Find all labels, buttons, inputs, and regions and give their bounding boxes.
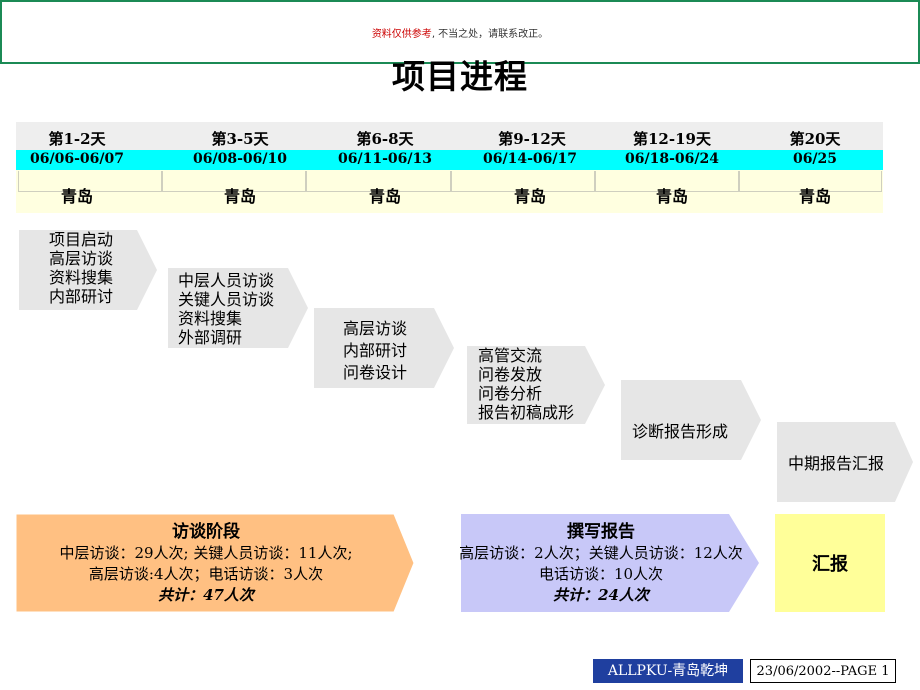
notice-text: 资料仅供参考, 不当之处，请联系改正。 [0,25,920,40]
phase-title: 访谈阶段 [172,522,240,542]
phase-arrow-shape [16,514,414,612]
timeline-location: 青岛 [798,187,831,206]
task-step-4: 高管交流 问卷发放 问卷分析 报告初稿成形 [467,346,605,424]
timeline-location: 青岛 [223,187,256,206]
timeline-date: 06/08-06/10 [193,151,287,167]
timeline-date: 06/06-06/07 [30,151,124,167]
timeline-divider [451,171,595,192]
notice-part-2: , 不当之处， [431,29,489,40]
task-line: 问卷设计 [343,363,408,382]
timeline-day-band [16,122,883,150]
notice-banner [0,0,920,64]
task-line: 高层访谈 [343,319,408,338]
phase-total: 共计：47人次 [158,586,254,604]
phase-detail: 中层访谈：29人次; 关键人员访谈：11人次; [59,544,353,562]
timeline-divider [739,171,882,192]
timeline-location: 青岛 [655,187,688,206]
phase-detail: 高层访谈:4人次；电话访谈：3人次 [88,565,324,583]
task-line: 项目启动 [49,230,114,249]
timeline-day: 第3-5天 [211,130,269,148]
task-line: 中层人员访谈 [178,271,275,290]
notice-part-1: 资料仅供参考 [371,29,432,40]
timeline-divider [595,171,739,192]
task-line: 资料搜集 [178,309,243,328]
task-line: 报告初稿成形 [478,403,575,422]
task-arrow-shape [467,346,605,424]
timeline-location: 青岛 [368,187,401,206]
timeline-day: 第9-12天 [498,130,566,148]
task-arrow-shape [777,422,913,502]
task-step-2: 中层人员访谈 关键人员访谈 资料搜集 外部调研 [168,268,308,348]
timeline-location: 青岛 [513,187,546,206]
timeline-date: 06/18-06/24 [625,151,719,167]
phase-total: 共计：24人次 [553,586,649,604]
phase-report [775,514,885,612]
phase-interview: 访谈阶段 中层访谈：29人次; 关键人员访谈：11人次; 高层访谈:4人次；电话… [16,514,414,612]
phase-report-title: 汇报 [812,554,848,575]
timeline-location: 青岛 [60,187,93,206]
page-title: 项目进程 [392,57,528,96]
phase-writing: 撰写报告 高层访谈：2人次；关键人员访谈：12人次 电话访谈：10人次 共计：2… [459,514,759,612]
task-line: 资料搜集 [49,268,114,287]
task-line: 外部调研 [178,328,243,347]
task-line: 问卷分析 [478,384,543,403]
phase-title: 撰写报告 [567,522,635,542]
footer-page: 23/06/2002--PAGE 1 [750,659,896,683]
task-arrow-shape [19,230,157,310]
phase-detail: 高层访谈：2人次；关键人员访谈：12人次 [459,544,743,562]
task-line: 内部研讨 [343,341,408,360]
timeline-day: 第20天 [789,130,841,148]
task-step-6: 中期报告汇报 [777,422,913,502]
task-step-1: 项目启动 高层访谈 资料搜集 内部研讨 [19,230,157,310]
timeline-day: 第6-8天 [356,130,414,148]
timeline-date: 06/25 [792,151,838,167]
task-line: 内部研讨 [49,287,114,306]
timeline-date: 06/11-06/13 [338,151,432,167]
timeline-divider [18,171,162,192]
task-line: 中期报告汇报 [788,454,885,473]
timeline-divider [162,171,306,192]
task-line: 关键人员访谈 [178,290,275,309]
task-line: 诊断报告形成 [632,422,729,441]
notice-part-3: 请联系改正。 [488,29,549,40]
timeline-date: 06/14-06/17 [483,151,577,167]
phase-arrow-shape [461,514,759,612]
footer-company: ALLPKU-青岛乾坤 [593,659,743,683]
timeline-day: 第12-19天 [633,130,711,148]
task-arrow-shape [168,268,308,348]
task-arrow-shape [314,308,454,388]
task-arrow-shape [621,380,761,460]
task-step-5: 诊断报告形成 [621,380,761,460]
task-step-3: 高层访谈 内部研讨 问卷设计 [314,308,454,388]
task-line: 高管交流 [478,346,543,365]
timeline-day: 第1-2天 [48,130,106,148]
task-line: 高层访谈 [49,249,114,268]
phase-detail: 电话访谈：10人次 [538,565,664,583]
task-line: 问卷发放 [478,365,543,384]
timeline-divider [306,171,451,192]
timeline-date-band [16,150,883,170]
